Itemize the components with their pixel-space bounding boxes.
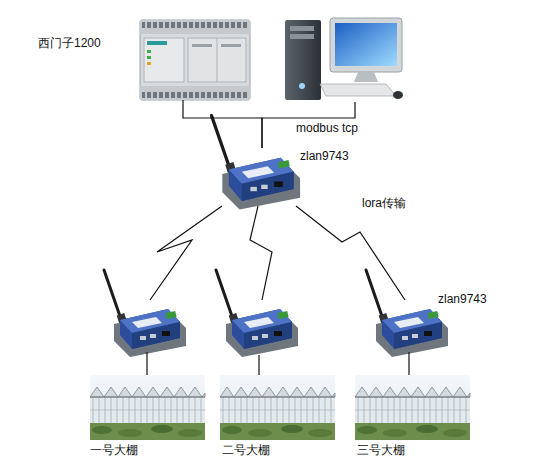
illustration-part [290, 26, 314, 31]
illustration-part [140, 20, 250, 100]
illustration-part [147, 56, 151, 59]
greenhouse-illustration [220, 375, 335, 440]
computer-box [283, 14, 403, 102]
lora-link [296, 206, 405, 300]
lora-device-illustration [366, 270, 448, 357]
gateway-device: zlan9743 [218, 148, 300, 206]
illustration-part [147, 50, 151, 53]
lora-node-device: zlan9743 [372, 300, 447, 352]
illustration-part [330, 18, 402, 72]
greenhouse-box: 二号大棚 [220, 375, 335, 440]
lora-node-device [110, 300, 185, 352]
greenhouse-illustration [355, 375, 470, 440]
lora-node-device [222, 300, 297, 355]
illustration-part [290, 34, 314, 39]
illustration-part [142, 88, 248, 98]
illustration-part [144, 38, 184, 82]
node-label: 西门子1200 [38, 36, 128, 50]
field-wire [146, 352, 147, 375]
illustration-part [354, 72, 378, 82]
illustration-part [188, 38, 246, 82]
node-label: zlan9743 [300, 149, 380, 163]
node-label: 一号大棚 [90, 443, 200, 457]
illustration-part [335, 23, 397, 66]
ethernet-wire [183, 100, 262, 148]
illustration-part [142, 22, 248, 32]
field-wire [258, 355, 259, 375]
node-label: 二号大棚 [222, 443, 332, 457]
node-label: zlan9743 [438, 292, 518, 306]
illustration-part [221, 44, 241, 47]
node-label: 三号大棚 [357, 443, 467, 457]
computer-illustration [285, 18, 403, 100]
illustration-part [192, 44, 212, 47]
lora-device-illustration [216, 270, 298, 357]
illustration-part [140, 20, 250, 34]
illustration-part [393, 91, 403, 99]
illustration-part [147, 62, 151, 65]
greenhouse-box: 三号大棚 [355, 375, 470, 440]
field-wire [408, 352, 409, 375]
greenhouse-box: 一号大棚 [90, 375, 205, 440]
illustration-part [147, 41, 167, 45]
illustration-part [217, 38, 218, 82]
illustration-part [320, 84, 396, 96]
protocol-label: modbus tcp [296, 121, 396, 135]
illustration-part [299, 83, 305, 89]
greenhouse-illustration [90, 375, 205, 440]
plc-box: 西门子1200 [140, 20, 250, 100]
plc-illustration [140, 20, 250, 100]
lora-link [150, 206, 222, 300]
link-label: lora传输 [362, 196, 462, 210]
lora-device-illustration [104, 270, 186, 357]
illustration-part [285, 20, 321, 100]
lora-link [250, 206, 272, 300]
illustration-part [140, 86, 250, 100]
gateway-illustration [212, 116, 301, 210]
